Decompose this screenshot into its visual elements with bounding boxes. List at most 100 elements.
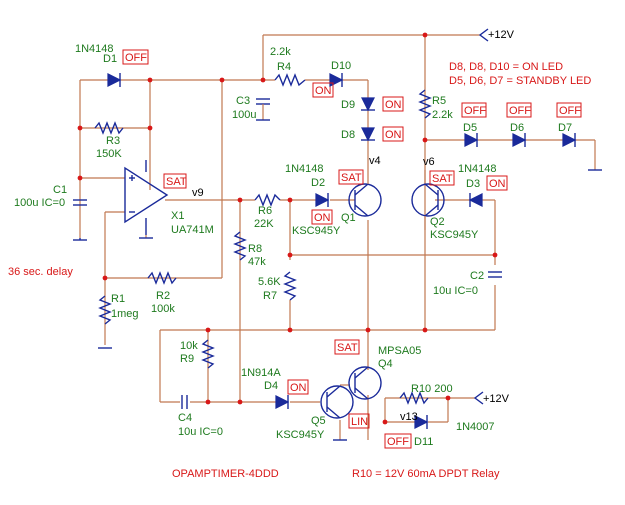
- q5-state: LIN: [351, 416, 368, 428]
- d3-ref: D3: [466, 178, 480, 190]
- d11-state: OFF: [387, 436, 409, 448]
- q5-model: KSC945Y: [276, 429, 325, 441]
- d4-state: ON: [290, 382, 307, 394]
- d11-ref: D11: [414, 436, 433, 448]
- c1-value: 100u IC=0: [14, 197, 65, 209]
- r8-ref: R8: [248, 243, 262, 255]
- resistor-r8: [233, 231, 247, 261]
- d4-model: 1N914A: [241, 367, 281, 379]
- d5-state: OFF: [464, 105, 486, 117]
- r9-value: 10k: [180, 340, 198, 352]
- r1-ref: R1: [111, 293, 125, 305]
- r2-value: 100k: [151, 303, 175, 315]
- d8-ref: D8: [341, 129, 355, 141]
- r5-value: 2.2k: [432, 109, 453, 121]
- resistor-r3: [94, 121, 124, 135]
- c3-value: 100u: [232, 109, 256, 121]
- resistor-r4: [274, 73, 306, 87]
- d11-node: v13: [400, 411, 418, 423]
- r2-ref: R2: [156, 290, 170, 302]
- c2-value: 10u IC=0: [433, 285, 478, 297]
- r6-ref: R6: [258, 205, 272, 217]
- q2-ref: Q2: [430, 216, 445, 228]
- r8-value: 47k: [248, 256, 266, 268]
- r4-state: ON: [315, 85, 332, 97]
- d6-ref: D6: [510, 122, 524, 134]
- x1-node: v9: [192, 187, 204, 199]
- q2-node: v6: [423, 156, 435, 168]
- capacitor-c2: [488, 271, 502, 278]
- d1-state: OFF: [125, 52, 147, 64]
- transistor-q2: [411, 183, 445, 230]
- d3-model: 1N4148: [458, 163, 497, 175]
- capacitor-c3: [256, 98, 270, 118]
- resistor-r6: [254, 193, 281, 207]
- wires: [79, 34, 596, 440]
- state-boxes: [122, 49, 582, 449]
- r9-ref: R9: [180, 353, 194, 365]
- diode-d7: [562, 133, 577, 147]
- junction-dots: [77, 32, 498, 425]
- d9-ref: D9: [341, 99, 355, 111]
- q5-ref: Q5: [311, 415, 326, 427]
- d1-model: 1N4148: [75, 43, 114, 55]
- supply-bottom-label: +12V: [483, 393, 510, 405]
- r3-ref: R3: [106, 135, 120, 147]
- c3-ref: C3: [236, 95, 250, 107]
- r4-value: 2.2k: [270, 46, 291, 58]
- d11-model: 1N4007: [456, 421, 495, 433]
- d3-state: ON: [489, 178, 506, 190]
- opamp-x1: [124, 160, 169, 235]
- r1-value: 1meg: [111, 308, 139, 320]
- resistor-r7: [283, 271, 297, 301]
- r4-ref: R4: [277, 61, 291, 73]
- d7-state: OFF: [559, 105, 581, 117]
- r3-value: 150K: [96, 148, 122, 160]
- resistor-r9: [201, 339, 215, 369]
- diode-d2: [315, 193, 330, 207]
- transistor-q4: [348, 366, 382, 400]
- diode-d4: [275, 395, 290, 409]
- r10-label: R10 200: [411, 383, 453, 395]
- c2-ref: C2: [470, 270, 484, 282]
- labels: +12V +12V 1N4148 D1 OFF R3 150K C1 100u …: [8, 29, 591, 480]
- diode-d9: [361, 97, 375, 112]
- diode-d1: [107, 73, 122, 87]
- transistor-q1: [348, 168, 382, 217]
- c4-value: 10u IC=0: [178, 426, 223, 438]
- led-on-note: D8, D8, D10 = ON LED: [449, 61, 563, 73]
- r7-value: 5.6K: [258, 276, 281, 288]
- x1-state: SAT: [166, 176, 187, 188]
- q2-state: SAT: [432, 173, 453, 185]
- r7-ref: R7: [263, 290, 277, 302]
- diode-d8: [361, 127, 375, 142]
- r5-ref: R5: [432, 95, 446, 107]
- r6-value: 22K: [254, 218, 274, 230]
- q2-model: KSC945Y: [430, 229, 479, 241]
- transistor-q5: [320, 385, 354, 419]
- c1-ref: C1: [53, 184, 67, 196]
- supply-arrows: [473, 28, 489, 405]
- d9-state: ON: [385, 99, 402, 111]
- resistor-r5: [418, 89, 432, 119]
- d2-ref: D2: [311, 177, 325, 189]
- resistor-r2: [147, 271, 177, 285]
- diode-d5: [464, 133, 479, 147]
- resistor-r1: [98, 295, 112, 325]
- d5-ref: D5: [463, 122, 477, 134]
- resistor-r10: [399, 391, 429, 405]
- d10-ref: D10: [331, 60, 351, 72]
- d1-ref: D1: [103, 53, 117, 65]
- led-standby-note: D5, D6, D7 = STANDBY LED: [449, 75, 591, 87]
- q4-model: MPSA05: [378, 345, 421, 357]
- relay-note: R10 = 12V 60mA DPDT Relay: [352, 468, 500, 480]
- diagram-title: OPAMPTIMER-4DDD: [172, 468, 279, 480]
- d7-ref: D7: [558, 122, 572, 134]
- q4-state: SAT: [337, 342, 358, 354]
- x1-model: UA741M: [171, 224, 214, 236]
- d4-ref: D4: [264, 380, 278, 392]
- q4-ref: Q4: [378, 358, 393, 370]
- d8-state: ON: [385, 129, 402, 141]
- x1-ref: X1: [171, 210, 184, 222]
